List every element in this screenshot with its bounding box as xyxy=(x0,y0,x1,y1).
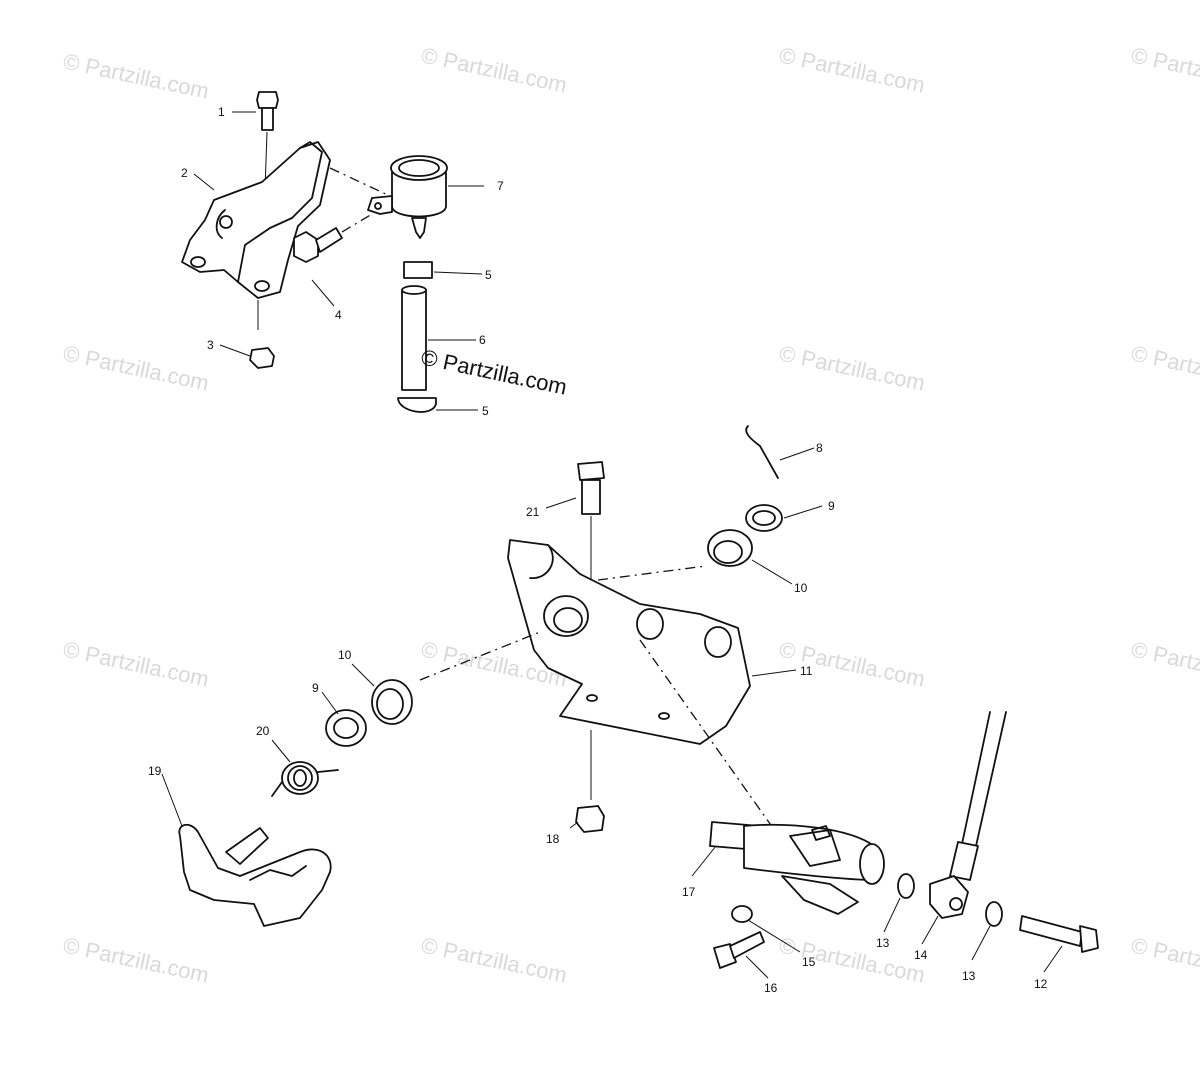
callout-14: 14 xyxy=(914,948,928,962)
part-pedal-19 xyxy=(178,823,332,927)
callout-11: 11 xyxy=(800,664,813,678)
leader-lines xyxy=(161,111,1063,979)
watermark: © Partzilla.com xyxy=(1129,340,1200,395)
part-nut-3 xyxy=(249,347,275,369)
part-bracket-2 xyxy=(181,141,331,330)
part-hose-6 xyxy=(401,285,427,391)
part-spring-20 xyxy=(271,761,339,797)
part-cotter-pin-8 xyxy=(745,425,779,479)
callout-9b: 9 xyxy=(312,681,319,695)
callout-13: 13 xyxy=(876,936,890,950)
callout-10b: 10 xyxy=(338,648,352,662)
watermark: © Partzilla.com xyxy=(61,932,211,987)
part-clamp-5 xyxy=(397,397,437,413)
callout-1: 1 xyxy=(218,105,225,119)
watermark: © Partzilla.com xyxy=(61,340,211,395)
callout-21: 21 xyxy=(526,505,540,519)
part-mount-plate-11 xyxy=(419,539,781,839)
part-nut-18 xyxy=(575,805,605,833)
callout-4: 4 xyxy=(335,308,342,322)
watermark: © Partzilla.com xyxy=(777,42,927,97)
callout-5b: 5 xyxy=(482,404,489,418)
callout-13b: 13 xyxy=(962,969,976,983)
watermark: © Partzilla.com xyxy=(777,932,927,987)
part-bolt-1 xyxy=(256,91,279,191)
callout-6: 6 xyxy=(479,333,486,347)
callout-labels: 1 2 3 4 5 6 5 7 8 9 10 21 11 10 9 20 19 … xyxy=(148,105,1048,995)
part-reservoir-7 xyxy=(329,155,448,239)
callout-5: 5 xyxy=(485,268,492,282)
part-banjo-14 xyxy=(929,875,969,919)
pedal-assembly xyxy=(178,425,1099,969)
callout-18: 18 xyxy=(546,832,560,846)
watermark: © Partzilla.com xyxy=(61,636,211,691)
part-clamp-5 xyxy=(403,261,433,279)
callout-9: 9 xyxy=(828,499,835,513)
part-brake-line xyxy=(949,711,1007,881)
watermark: © Partzilla.com xyxy=(1129,636,1200,691)
callout-16: 16 xyxy=(764,981,778,995)
watermark: © Partzilla.com xyxy=(61,48,211,103)
part-bolt-16 xyxy=(713,931,765,969)
part-washer-9 xyxy=(325,709,367,747)
callout-20: 20 xyxy=(256,724,270,738)
watermark-layer: © Partzilla.com © Partzilla.com © Partzi… xyxy=(61,42,1200,987)
callout-12: 12 xyxy=(1034,977,1048,991)
callout-19: 19 xyxy=(148,764,162,778)
part-bolt-4 xyxy=(293,213,373,263)
watermark: © Partzilla.com xyxy=(777,340,927,395)
callout-2: 2 xyxy=(181,166,188,180)
part-washer-13 xyxy=(897,873,915,899)
part-washer-13 xyxy=(985,901,1003,927)
part-washer-9 xyxy=(745,504,783,532)
watermark: © Partzilla.com xyxy=(1129,932,1200,987)
callout-10: 10 xyxy=(794,581,808,595)
reservoir-assembly xyxy=(181,91,448,413)
part-banjo-bolt-12 xyxy=(1019,915,1099,953)
callout-8: 8 xyxy=(816,441,823,455)
callout-17: 17 xyxy=(682,885,696,899)
part-master-cylinder-17 xyxy=(709,821,885,915)
callout-15: 15 xyxy=(802,955,816,969)
watermark: © Partzilla.com xyxy=(1129,42,1200,97)
callout-3: 3 xyxy=(207,338,214,352)
brand-watermark: © Partzilla.com xyxy=(419,344,569,399)
watermark: © Partzilla.com xyxy=(419,42,569,97)
part-washer-15 xyxy=(731,905,753,923)
callout-7: 7 xyxy=(497,179,504,193)
watermark: © Partzilla.com xyxy=(419,932,569,987)
